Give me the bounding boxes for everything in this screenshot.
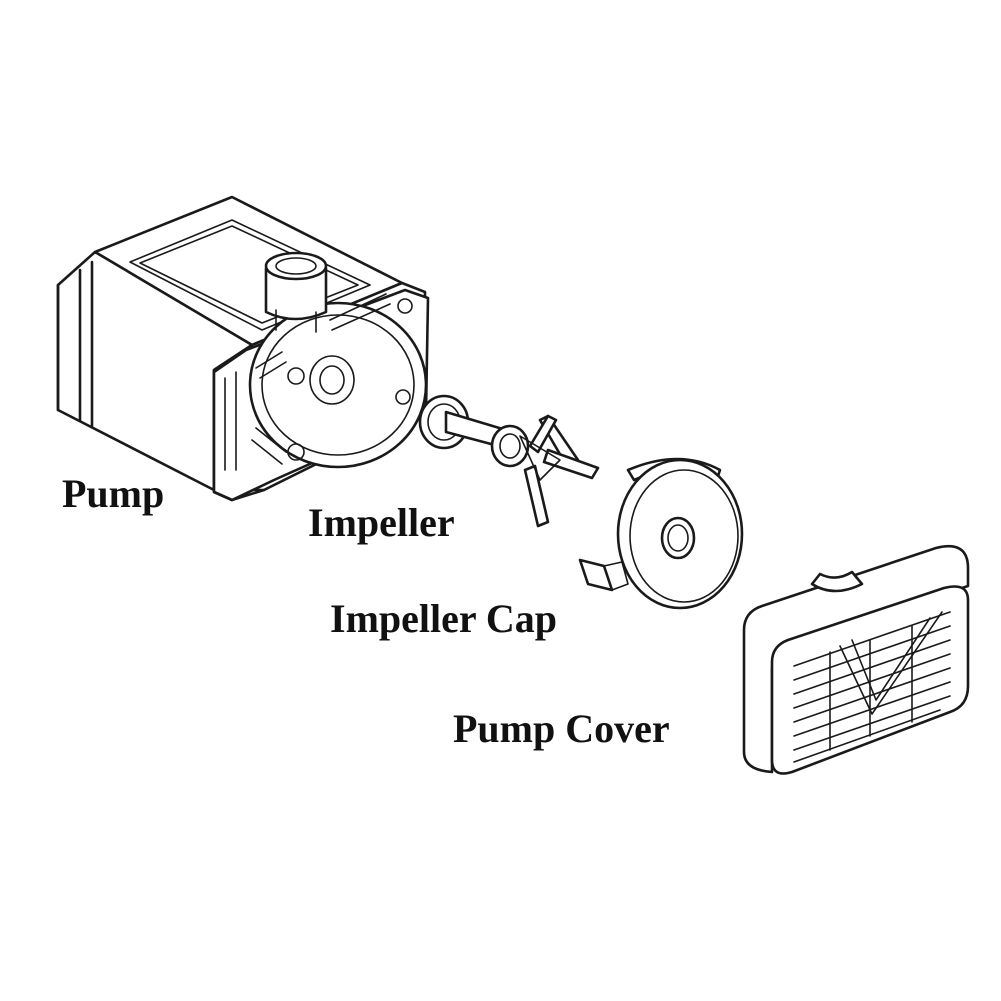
pump-label: Pump <box>62 471 165 516</box>
pump-part <box>56 195 430 502</box>
impeller-cap-label: Impeller Cap <box>330 596 558 641</box>
pump-cover-label: Pump Cover <box>453 706 670 751</box>
impeller-part <box>418 394 600 528</box>
impeller-cap-part <box>578 457 744 610</box>
impeller-label: Impeller <box>308 500 455 545</box>
pump-cover-part <box>742 544 970 775</box>
